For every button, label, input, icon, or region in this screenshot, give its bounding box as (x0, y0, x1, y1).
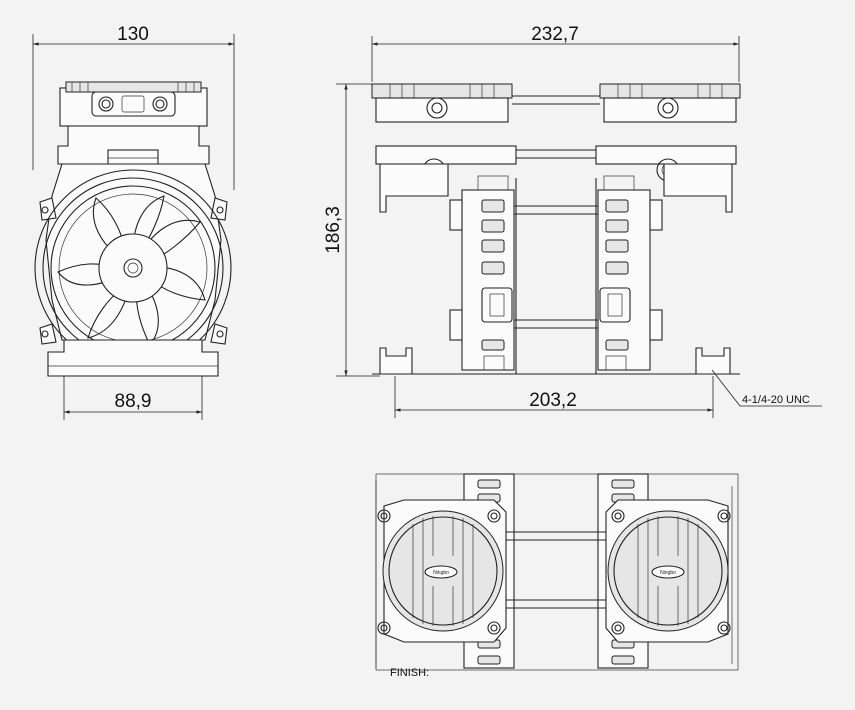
side-view: 232,7 186,3 (323, 24, 822, 418)
top-view: Ningbo Ningbo FINISH: (375, 473, 739, 679)
dim-side-overall-length: 232,7 (531, 24, 579, 45)
finish-label: FINISH: (390, 667, 429, 679)
thread-callout: 4-1/4-20 UNC (742, 394, 810, 406)
logo-left: Ningbo (433, 570, 449, 576)
logo-right: Ningbo (660, 570, 676, 576)
dim-front-width: 130 (117, 24, 149, 45)
dim-side-base-length: 203,2 (529, 390, 577, 411)
dim-side-height: 186,3 (323, 206, 344, 254)
dim-front-base-width: 88,9 (115, 391, 152, 412)
front-view: 130 (32, 24, 235, 420)
